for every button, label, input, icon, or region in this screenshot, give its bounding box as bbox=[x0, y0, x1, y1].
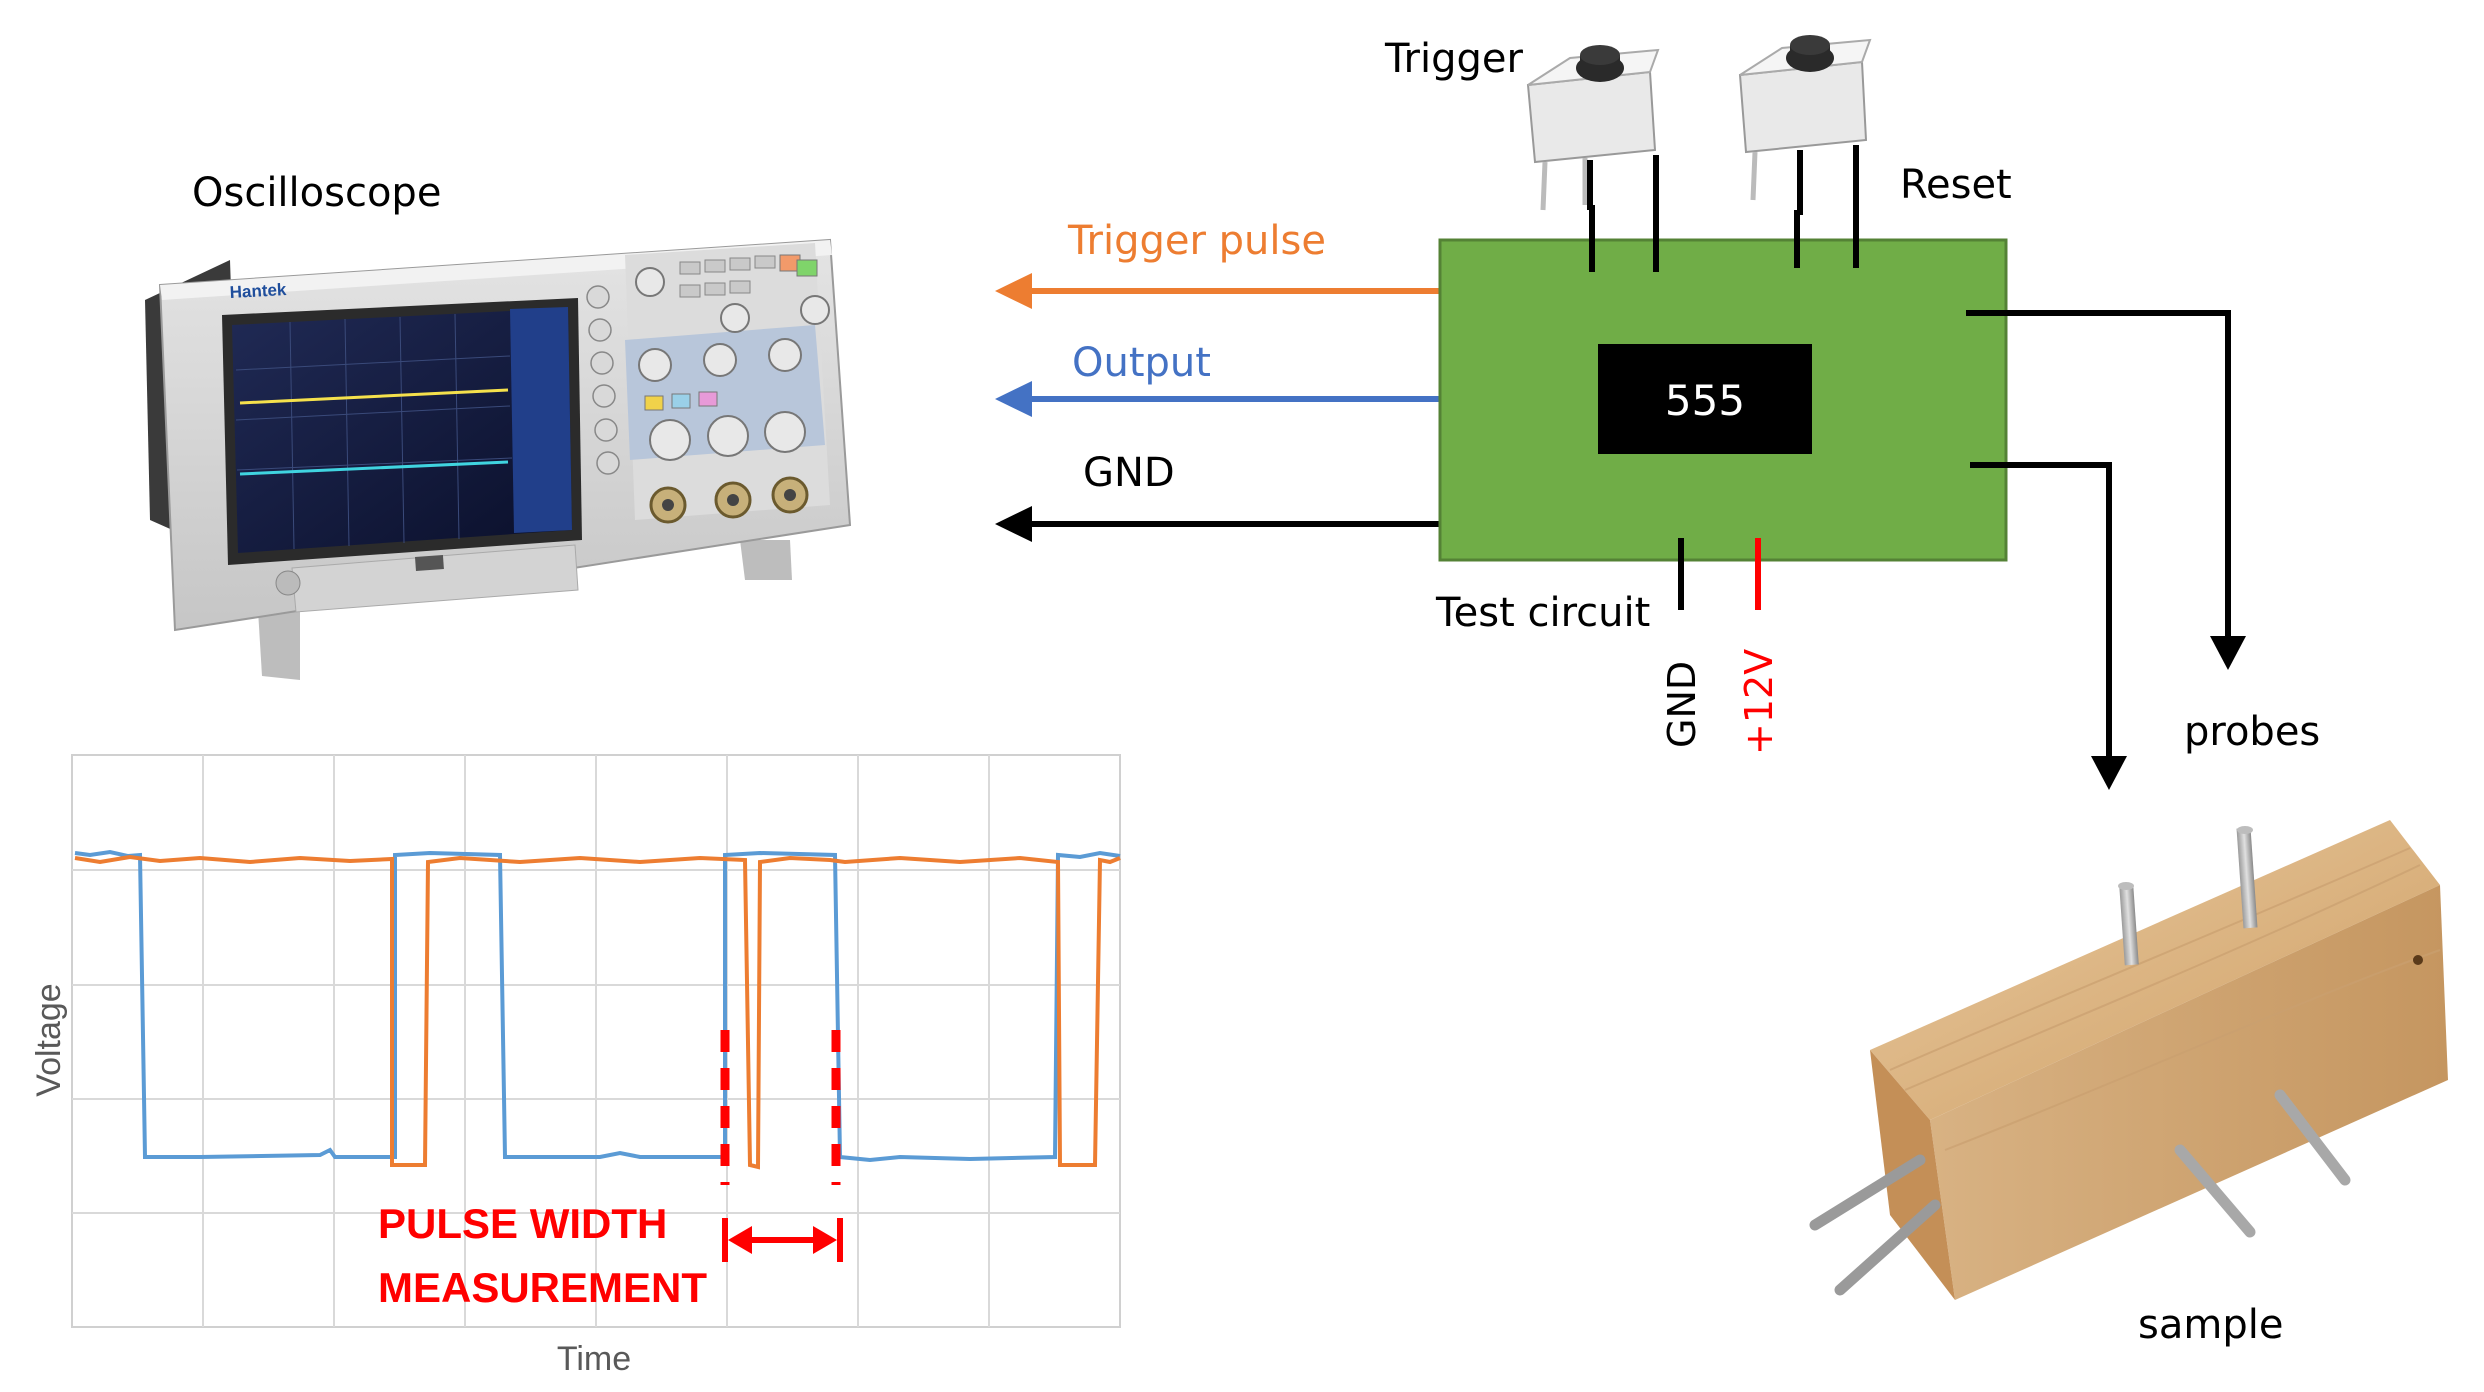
probe-wire-2 bbox=[1970, 462, 2127, 790]
chip-label: 555 bbox=[1665, 376, 1745, 425]
probe-wire-1 bbox=[1966, 310, 2246, 670]
chip-555 bbox=[1598, 344, 1812, 454]
trigger-button-label: Trigger bbox=[1384, 36, 1524, 82]
gnd-bottom-label: GND bbox=[1660, 661, 1704, 748]
trigger-pushbutton bbox=[1526, 45, 1660, 211]
output-trace bbox=[74, 849, 1121, 1163]
gnd-left-label: GND bbox=[1083, 450, 1175, 496]
oscilloscope-image: Hantek bbox=[145, 238, 852, 680]
reset-button-label: Reset bbox=[1900, 162, 2012, 208]
output-label: Output bbox=[1072, 340, 1211, 386]
sample-label: sample bbox=[2138, 1302, 2283, 1348]
y-axis-label: Voltage bbox=[30, 983, 68, 1096]
pulse-width-arrow bbox=[722, 1218, 843, 1262]
test-circuit-label: Test circuit bbox=[1435, 590, 1650, 636]
scope-brand: Hantek bbox=[229, 280, 287, 302]
trigger-trace bbox=[74, 854, 1121, 1170]
waveform-chart: PULSE WIDTH MEASUREMENT Time Voltage bbox=[30, 754, 1121, 1378]
plus12v-label: +12V bbox=[1737, 649, 1781, 755]
trigger-pulse-label: Trigger pulse bbox=[1067, 218, 1326, 264]
trigger-pulse-arrow bbox=[995, 273, 1485, 309]
output-arrow bbox=[995, 381, 1485, 417]
annotation-line2: MEASUREMENT bbox=[378, 1264, 707, 1311]
x-axis-label: Time bbox=[557, 1340, 631, 1378]
gnd-arrow bbox=[995, 506, 1482, 542]
sample-image bbox=[1809, 820, 2448, 1300]
reset-pushbutton bbox=[1738, 35, 1872, 215]
annotation-line1: PULSE WIDTH bbox=[378, 1200, 667, 1247]
oscilloscope-label: Oscilloscope bbox=[192, 170, 441, 216]
probes-label: probes bbox=[2184, 709, 2320, 755]
